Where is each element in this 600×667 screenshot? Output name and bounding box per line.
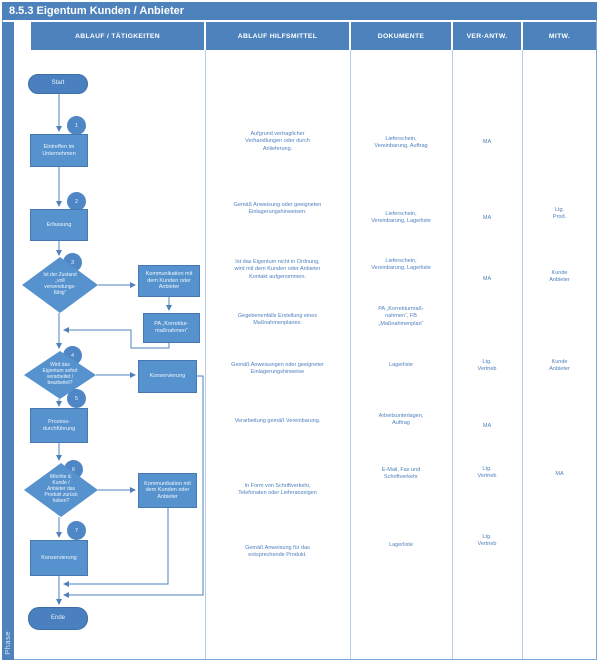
documents-note-3: Lieferschein, Vereinbarung, Lagerliste bbox=[371, 258, 431, 272]
step1-box: Eintreffen im Unternehmen bbox=[30, 134, 88, 167]
documents-note-1: Lieferschein, Vereinbarung, Auftrag bbox=[374, 136, 428, 150]
responsible-note-3: MA bbox=[482, 276, 492, 282]
arrow-kommunikation2-to-end bbox=[63, 508, 169, 587]
documents-note-6: Arbeitsunterlagen, Auftrag bbox=[378, 413, 424, 427]
documents-note-5: Lagerliste bbox=[389, 362, 413, 368]
documents-note-2: Lieferschein, Vereinbarung, Lagerliste bbox=[371, 211, 431, 225]
participants-note-4: Kunde Anbieter bbox=[549, 359, 570, 373]
step-number-badge: 1 bbox=[67, 116, 86, 135]
step-number-badge: 5 bbox=[67, 389, 86, 408]
tools-note-6: Verarbeitung gemäß Vereinbarung. bbox=[234, 418, 321, 424]
tools-note-5: Gemäß Anweisungen oder geeigneter Einlag… bbox=[231, 362, 324, 376]
responsible-note-1: MA bbox=[482, 139, 492, 145]
participants-note-6: MA bbox=[555, 471, 564, 477]
tools-note-8: Gemäß Anweisung für das entsprechende Pr… bbox=[245, 545, 310, 559]
responsible-note-2: MA bbox=[482, 215, 492, 221]
responsible-note-4: Ltg. Vertrieb bbox=[477, 359, 497, 373]
documents-note-4: PA „Korrekturmaß- nahmen“, FB „Maßnahmen… bbox=[378, 306, 424, 327]
column-header-documents: DOKUMENTE bbox=[351, 22, 451, 50]
step-number-badge: 2 bbox=[67, 192, 86, 211]
column-header-participants: MITW. bbox=[523, 22, 596, 50]
documents-note-7: E-Mail, Fax und Schriftverkehr bbox=[381, 467, 421, 481]
start-node: Start bbox=[28, 74, 88, 94]
column-header-responsible: VER-ANTW. bbox=[453, 22, 521, 50]
tools-note-2: Gemäß Anweisung oder geeigneten Einlager… bbox=[233, 202, 322, 216]
phase-strip: Phase bbox=[2, 22, 14, 660]
kommunikation-box-2: Kommunikation mit dem Kunden oder Anbiet… bbox=[138, 473, 197, 508]
responsible-note-5: MA bbox=[482, 423, 492, 429]
konservierung-side-box: Konservierung bbox=[138, 360, 197, 393]
participants-note-3: Kunde Anbieter bbox=[549, 270, 570, 284]
column-divider bbox=[452, 50, 453, 659]
participants-note-2: Ltg. Prod. bbox=[552, 207, 567, 221]
documents-note-8: Lagerliste bbox=[389, 542, 413, 548]
column-divider bbox=[350, 50, 351, 659]
step2-box: Erfassung bbox=[30, 209, 88, 241]
arrow-konservierung-to-end bbox=[63, 375, 204, 598]
responsible-note-7: Ltg. Vertrieb bbox=[477, 534, 497, 548]
end-node: Ende bbox=[28, 607, 88, 630]
pa-korrekturmassnahmen-box: PA „Korrektur- maßnahmen“ bbox=[143, 313, 200, 343]
column-header-tools: ABLAUF HILFSMITTEL bbox=[206, 22, 349, 50]
column-divider bbox=[205, 50, 206, 659]
step-number-badge: 7 bbox=[67, 521, 86, 540]
responsible-note-6: Ltg. Vertrieb bbox=[477, 466, 497, 480]
tools-note-7: In Form von Schriftverkehr, Telefonaten … bbox=[238, 483, 317, 497]
arrow-pa-feedback bbox=[63, 327, 170, 349]
kommunikation-box-1: Kommunikation mit dem Kunden oder Anbiet… bbox=[138, 265, 200, 297]
tools-note-1: Aufgrund vertraglicher Verhandlungen ode… bbox=[245, 131, 310, 152]
column-divider bbox=[522, 50, 523, 659]
step7-box: Konservierung bbox=[30, 540, 88, 576]
tools-note-3: Ist das Eigentum nicht in Ordnung, wird … bbox=[234, 259, 321, 280]
column-header-activities: ABLAUF / TÄTIGKEITEN bbox=[31, 22, 204, 50]
step5-box: Prozess- durchführung bbox=[30, 408, 88, 443]
tools-note-4: Gegebenenfalls Erstellung eines Maßnahme… bbox=[237, 313, 318, 327]
page-title: 8.5.3 Eigentum Kunden / Anbieter bbox=[2, 2, 597, 20]
